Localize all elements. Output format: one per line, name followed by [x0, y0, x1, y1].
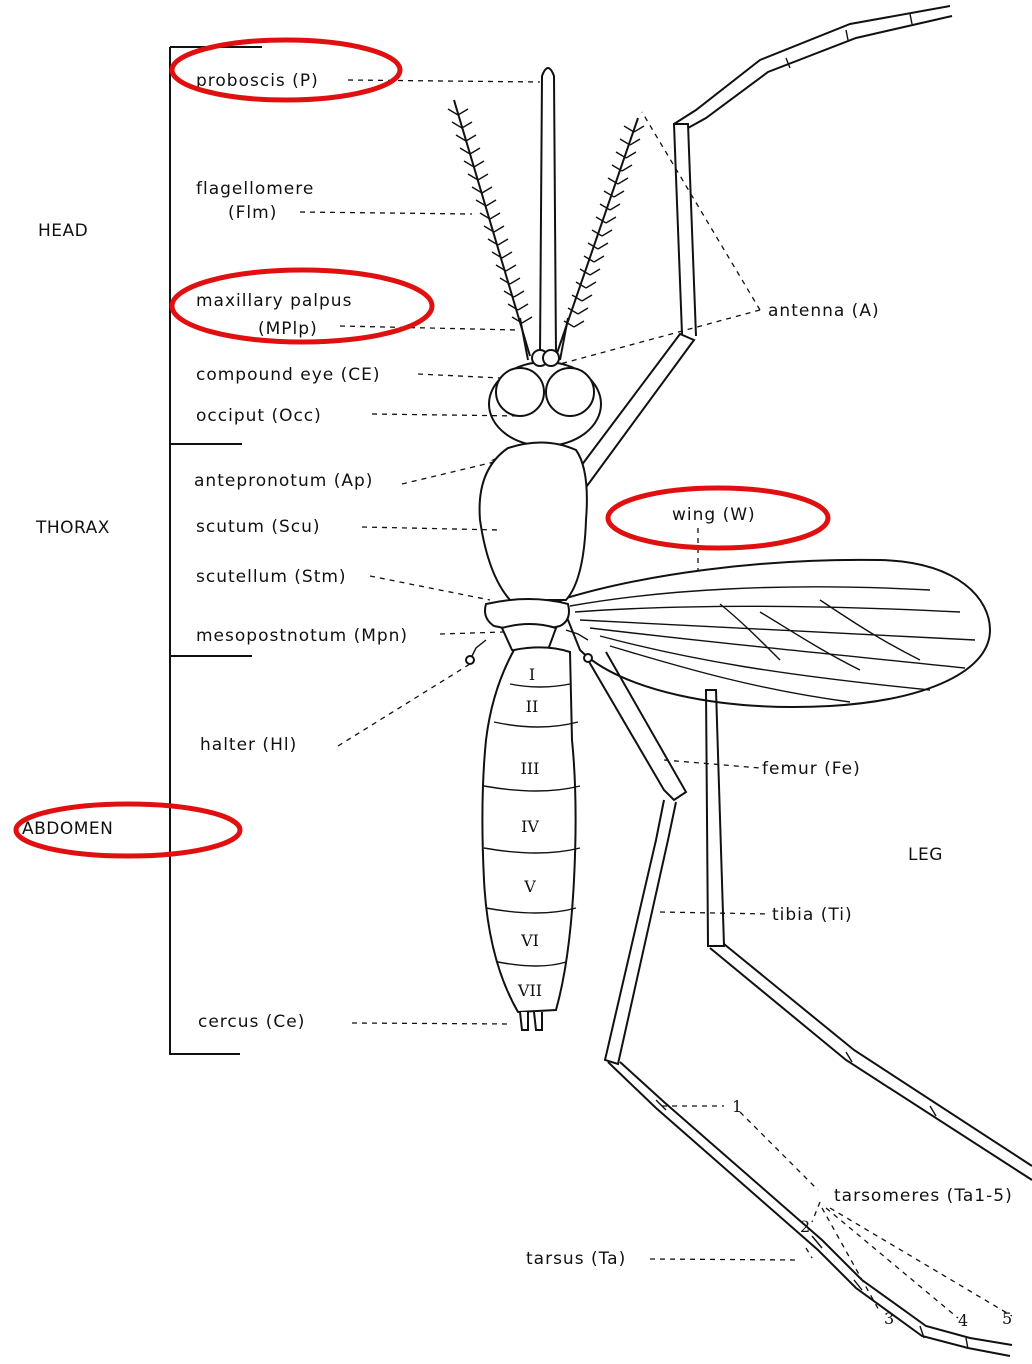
maxillary-palpus-label: maxillary palpus — [196, 291, 352, 311]
scutellum-label: scutellum (Stm) — [196, 567, 347, 587]
femur-label: femur (Fe) — [762, 759, 861, 779]
tarsomere-number-3: 3 — [884, 1309, 894, 1328]
abdominal-segment-II: II — [526, 697, 539, 716]
halter-label: halter (Hl) — [200, 735, 297, 755]
cercus-label: cercus (Ce) — [198, 1012, 305, 1032]
compound-eye-label: compound eye (CE) — [196, 365, 381, 385]
antepronotum-label: antepronotum (Ap) — [194, 471, 373, 491]
flagellomere-abbrev-label: (Flm) — [228, 203, 277, 223]
tibia-label: tibia (Ti) — [772, 905, 853, 925]
proboscis-shape — [540, 68, 556, 355]
highlight-proboscis — [172, 40, 400, 100]
leader-lines — [300, 80, 1012, 1318]
abdominal-segment-III: III — [521, 759, 540, 778]
maxillary-palpus-abbrev-label: (MPlp) — [258, 319, 318, 339]
hind-leg — [588, 652, 1012, 1356]
tarsomere-number-2: 2 — [800, 1217, 810, 1236]
region-head-label: HEAD — [38, 221, 88, 241]
wing-label: wing (W) — [672, 505, 756, 525]
tarsomere-number-4: 4 — [958, 1311, 968, 1330]
tarsus-label: tarsus (Ta) — [526, 1249, 626, 1269]
head-shape — [489, 350, 601, 446]
tarsomere-number-5: 5 — [1002, 1309, 1012, 1328]
proboscis-label: proboscis (P) — [196, 71, 319, 91]
abdominal-segment-VI: VI — [520, 931, 539, 950]
middle-leg — [706, 690, 1032, 1180]
region-abdomen-label: ABDOMEN — [22, 819, 113, 839]
tarsomeres-label: tarsomeres (Ta1-5) — [834, 1186, 1013, 1206]
mesopostnotum-label: mesopostnotum (Mpn) — [196, 626, 408, 646]
front-leg — [572, 6, 952, 490]
flagellomere-label: flagellomere — [196, 179, 314, 199]
abdominal-segment-IV: IV — [521, 817, 539, 836]
abdominal-segment-VII: VII — [517, 981, 542, 1000]
occiput-label: occiput (Occ) — [196, 406, 322, 426]
antenna-label: antenna (A) — [768, 301, 880, 321]
scutum-label: scutum (Scu) — [196, 517, 321, 537]
region-thorax-label: THORAX — [35, 518, 110, 538]
abdominal-segment-V: V — [523, 877, 536, 896]
abdominal-segment-I: I — [529, 665, 535, 684]
tarsomere-number-1: 1 — [732, 1097, 742, 1116]
region-leg-label: LEG — [908, 845, 943, 865]
